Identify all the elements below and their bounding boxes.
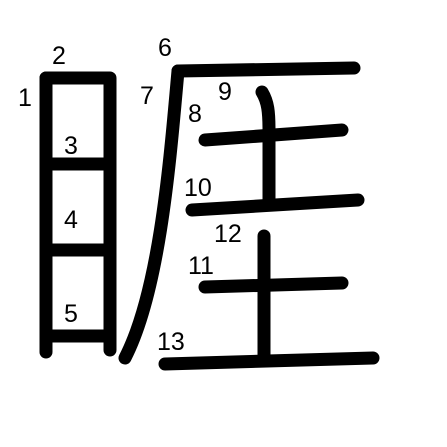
stroke-number-13: 13 <box>157 328 185 356</box>
stroke-9 <box>255 85 276 212</box>
stroke-number-6: 6 <box>158 34 172 62</box>
stroke-number-4: 4 <box>64 206 78 234</box>
stroke-number-7: 7 <box>140 82 154 110</box>
stroke-number-2: 2 <box>52 42 66 70</box>
stroke-number-3: 3 <box>64 132 78 160</box>
stroke-number-9: 9 <box>218 78 232 106</box>
stroke-number-1: 1 <box>18 84 32 112</box>
stroke-number-8: 8 <box>188 100 202 128</box>
stroke-numbers: 1 2 3 4 5 6 7 8 9 10 11 12 13 <box>18 34 242 356</box>
strokes <box>39 61 380 371</box>
stroke-6 <box>171 61 361 78</box>
stroke-11 <box>198 276 349 294</box>
stroke-number-12: 12 <box>214 220 242 248</box>
stroke-number-10: 10 <box>184 174 212 202</box>
stroke-number-5: 5 <box>64 300 78 328</box>
stroke-13 <box>158 351 380 371</box>
stroke-7 <box>118 64 185 365</box>
stroke-2 <box>39 71 117 357</box>
stroke-number-11: 11 <box>188 252 214 280</box>
stroke-10 <box>185 193 365 217</box>
